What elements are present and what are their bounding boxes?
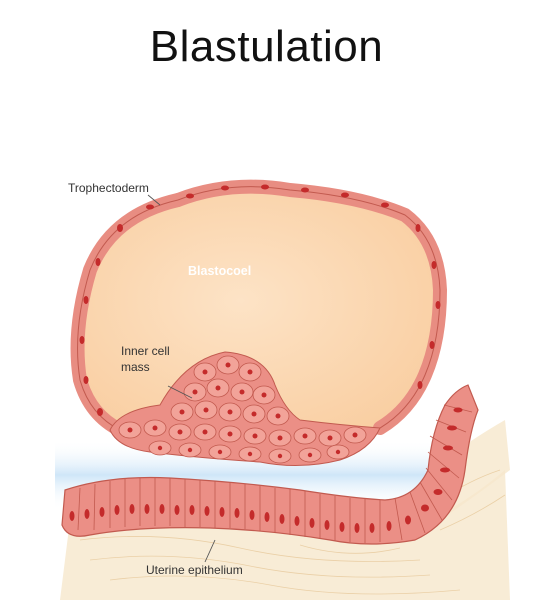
label-inner-cell-mass-line1: Inner cell xyxy=(121,344,170,358)
slide-title: Blastulation xyxy=(149,22,384,71)
label-trophectoderm: Trophectoderm xyxy=(68,181,149,195)
trophectoderm-layer xyxy=(70,179,448,437)
blastocoel-cavity xyxy=(77,186,441,440)
inner-cell-mass xyxy=(109,351,381,467)
label-inner-cell-mass-line2: mass xyxy=(121,360,150,374)
label-blastocoel: Blastocoel xyxy=(188,264,251,278)
uterine-epithelium xyxy=(61,384,479,545)
label-uterine-epithelium: Uterine epithelium xyxy=(146,563,243,577)
label-leader-lines xyxy=(147,194,216,563)
